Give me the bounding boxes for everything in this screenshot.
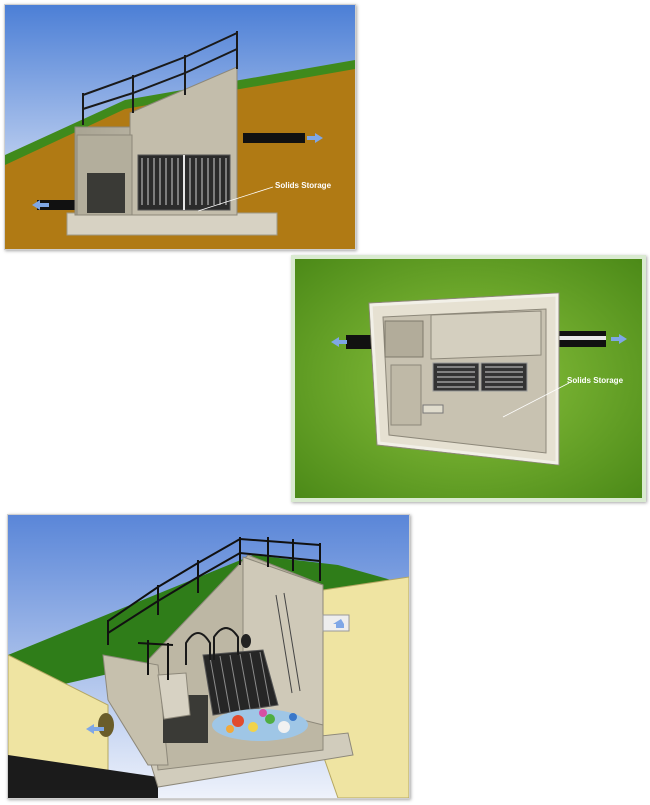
cutaway-right-soil	[322, 576, 409, 798]
cutaway-railing	[107, 537, 321, 680]
plan-railing	[369, 293, 559, 465]
plan-outlet-chamber	[384, 320, 424, 358]
plan-stair-well	[390, 364, 422, 426]
cutaway-outlet-pipe	[98, 713, 114, 737]
cutaway-stair-landing	[157, 672, 191, 720]
screen-bars	[141, 158, 227, 205]
cutaway-screen-bars	[209, 651, 271, 714]
plan-outlet-arrow	[331, 337, 347, 347]
plan-solids-storage-label: Solids Storage	[567, 376, 624, 385]
cutaway-diagram	[8, 515, 409, 798]
plan-inlet-pipe-highlight	[556, 336, 606, 340]
cutaway-outlet-arrow	[86, 724, 104, 734]
plan-sloped-wall	[430, 310, 542, 360]
plan-view-figure: Solids Storage	[291, 255, 646, 502]
label-leader-line	[197, 186, 274, 212]
side-section-figure: Solids Storage	[4, 4, 356, 250]
plan-label-leader-line	[502, 382, 570, 418]
railing	[82, 31, 238, 125]
plan-access-hatch	[422, 404, 444, 414]
outlet-opening	[87, 173, 125, 213]
plan-screen-bars	[437, 366, 523, 388]
cutaway-figure	[7, 514, 410, 799]
inlet-flow-arrow	[307, 133, 323, 143]
cutaway-debris	[212, 709, 308, 741]
base-slab	[66, 212, 278, 236]
inlet-pipe	[243, 133, 305, 143]
cutaway-screen-frames	[185, 627, 239, 665]
plan-view-diagram: Solids Storage	[291, 255, 646, 502]
cutaway-inlet-arrow	[333, 619, 344, 628]
side-section-diagram: Solids Storage	[5, 5, 355, 249]
cutaway-shadow	[8, 755, 158, 798]
plan-inlet-arrow	[611, 334, 627, 344]
outlet-pipe	[37, 200, 77, 210]
outlet-flow-arrow	[32, 200, 49, 210]
solids-storage-label: Solids Storage	[275, 181, 332, 190]
cutaway-ladder	[275, 592, 301, 694]
cutaway-inlet-opening	[241, 634, 251, 648]
